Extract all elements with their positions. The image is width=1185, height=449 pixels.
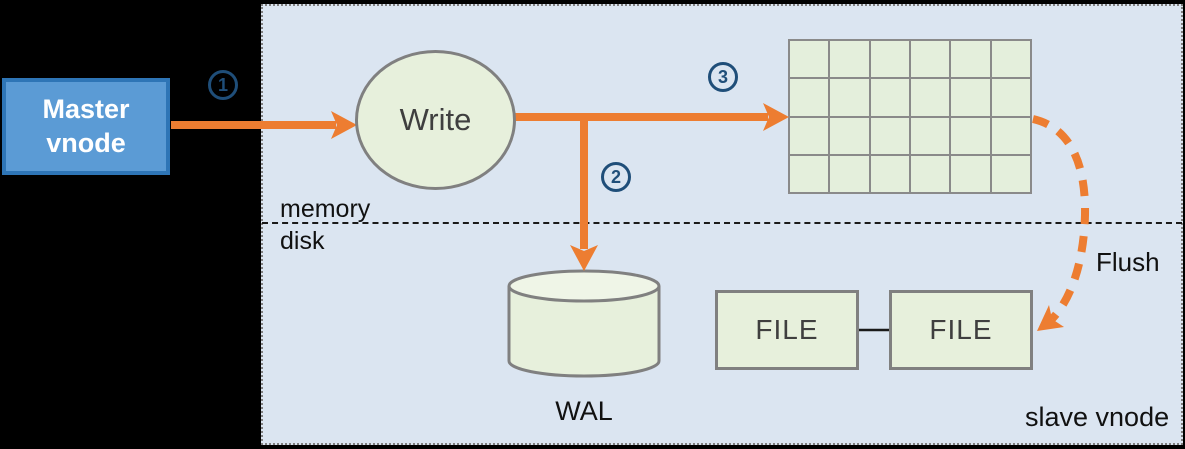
- grid-cell: [951, 79, 990, 116]
- write-node-label: Write: [399, 102, 472, 137]
- write-node: Write: [355, 50, 516, 190]
- grid-cell: [790, 79, 829, 116]
- wal-label: WAL: [555, 396, 613, 426]
- grid-cell: [790, 155, 829, 192]
- memory-disk-divider: [262, 222, 1182, 224]
- grid-cell: [910, 79, 950, 116]
- grid-cell: [830, 155, 869, 192]
- file-box-1: FILE: [715, 290, 859, 370]
- step-1-badge: 1: [208, 70, 238, 100]
- grid-cell: [991, 41, 1030, 78]
- grid-cell: [830, 117, 869, 154]
- slave-vnode-label: slave vnode: [1025, 402, 1170, 432]
- grid-cell: [991, 155, 1030, 192]
- grid-cell: [870, 41, 909, 78]
- grid-cell: [830, 41, 869, 78]
- grid-cell: [951, 117, 990, 154]
- grid-cell: [910, 155, 950, 192]
- master-vnode-label: Master vnode: [42, 93, 130, 158]
- grid-cell: [870, 117, 909, 154]
- grid-cell: [991, 79, 1030, 116]
- flush-label: Flush: [1096, 247, 1160, 277]
- grid-cell: [991, 117, 1030, 154]
- master-vnode-box: Master vnode: [2, 78, 170, 175]
- file-box-2-label: FILE: [929, 314, 993, 345]
- grid-cell: [830, 79, 869, 116]
- memtable-grid: [788, 39, 1032, 194]
- grid-cell: [790, 41, 829, 78]
- step-1-number: 1: [217, 74, 228, 95]
- step-3-badge: 3: [708, 62, 738, 92]
- step-3-number: 3: [717, 66, 728, 87]
- disk-label: disk: [280, 227, 325, 255]
- grid-cell: [870, 155, 909, 192]
- grid-cell: [870, 79, 909, 116]
- step-2-badge: 2: [601, 162, 631, 192]
- grid-cell: [910, 117, 950, 154]
- file-box-2: FILE: [889, 290, 1033, 370]
- file-box-1-label: FILE: [755, 314, 819, 345]
- grid-cell: [951, 41, 990, 78]
- grid-cell: [790, 117, 829, 154]
- step-2-number: 2: [610, 166, 621, 187]
- grid-cell: [951, 155, 990, 192]
- grid-cell: [910, 41, 950, 78]
- memory-label: memory: [280, 195, 371, 223]
